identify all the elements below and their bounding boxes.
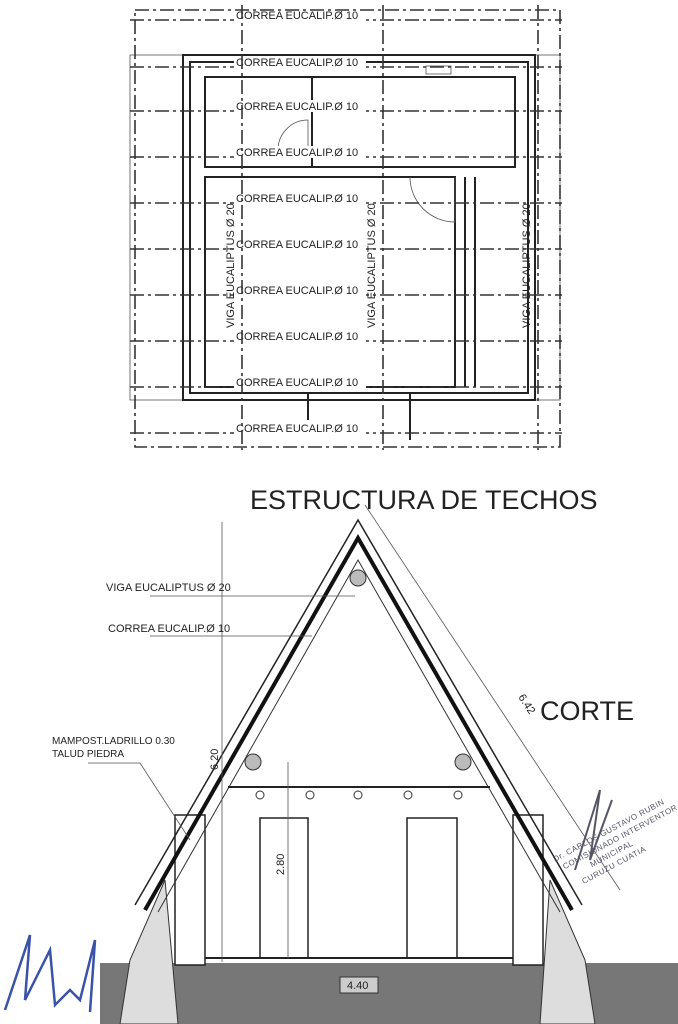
leader-mampost	[88, 762, 191, 841]
viga-label: VIGA EUCALIPTUS Ø 20	[366, 203, 378, 328]
roof-edge	[134, 9, 561, 448]
correa-label: CORREA EUCALIP.Ø 10	[236, 193, 358, 205]
roof-rafter	[143, 533, 574, 911]
stone-slope-right	[539, 879, 596, 1024]
label-viga: VIGA EUCALIPTUS Ø 20	[106, 582, 231, 594]
viga-label: VIGA EUCALIPTUS Ø 20	[521, 203, 533, 328]
dim-width-box	[339, 976, 379, 994]
door-swing	[277, 119, 309, 151]
window	[425, 65, 452, 75]
wall-right	[512, 814, 544, 966]
correa-label: CORREA EUCALIP.Ø 10	[236, 147, 358, 159]
outer-wall	[182, 54, 536, 401]
section-subtitle: CORTE	[540, 696, 634, 726]
label-correa: CORREA EUCALIP.Ø 10	[108, 623, 230, 635]
room-top	[204, 76, 516, 168]
ridge-beam	[349, 569, 367, 587]
correa-label: CORREA EUCALIP.Ø 10	[236, 239, 358, 251]
door-swing	[409, 176, 456, 223]
correa-label: CORREA EUCALIP.Ø 10	[236, 331, 358, 343]
dim-height-wall: 2.80	[275, 854, 287, 875]
dim-height-total: 6.20	[209, 749, 221, 770]
correa-label: CORREA EUCALIP.Ø 10	[236, 285, 358, 297]
signature-left	[3, 934, 97, 1013]
correa-label: CORREA EUCALIP.Ø 10	[236, 101, 358, 113]
section-view: ESTRUCTURA DE TECHOS CORTE 6.20 2.80 6.4…	[52, 485, 678, 1024]
correa-label: CORREA EUCALIP.Ø 10	[236, 423, 358, 435]
dim-rafter: 6.42	[515, 692, 537, 717]
dim-width: 4.40	[347, 980, 368, 992]
roof-inner	[157, 558, 561, 913]
correa-label: CORREA EUCALIP.Ø 10	[236, 377, 358, 389]
label-talud: TALUD PIEDRA	[52, 749, 124, 760]
signature-stamp	[574, 789, 613, 871]
official-stamp: Dr. CARLOS GUSTAVO RUBIN COMISIONADO INT…	[552, 797, 678, 886]
door-left	[259, 817, 309, 959]
correa-label: CORREA EUCALIP.Ø 10	[236, 10, 358, 22]
roof-outer	[134, 518, 583, 906]
correa-label: CORREA EUCALIP.Ø 10	[236, 57, 358, 69]
door-right	[406, 817, 458, 959]
dim-line-rafter	[364, 504, 621, 891]
viga-label: VIGA EUCALIPTUS Ø 20	[225, 203, 237, 328]
label-mampost: MAMPOST.LADRILLO 0.30	[52, 736, 175, 747]
side-beam	[244, 753, 262, 771]
joists	[255, 790, 463, 800]
section-title: ESTRUCTURA DE TECHOS	[250, 485, 598, 515]
side-beam	[454, 753, 472, 771]
stone-slope-left	[119, 879, 179, 1024]
floor-plan: CORREA EUCALIP.Ø 10 CORREA EUCALIP.Ø 10 CO…	[129, 5, 562, 450]
